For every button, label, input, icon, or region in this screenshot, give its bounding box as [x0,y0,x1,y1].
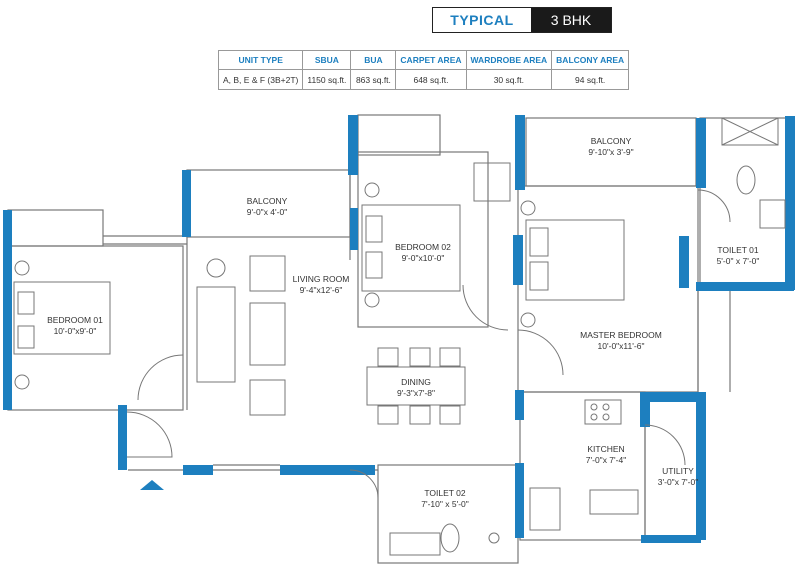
label-toilet-01: TOILET 01 5'-0" x 7'-0" [698,245,778,267]
plan-doors [126,189,731,499]
room-dim: 9'-0"x 4'-0" [246,207,288,217]
label-dining: DINING 9'-3"x7'-8" [376,377,456,399]
label-bedroom-02: BEDROOM 02 9'-0"x10'-0" [378,242,468,264]
bedroom-02-outline [357,151,489,328]
label-utility: UTILITY 3'-0"x 7'-0" [640,466,716,488]
room-name: BEDROOM 02 [395,242,451,252]
area-spec-table: UNIT TYPE SBUA BUA CARPET AREA WARDROBE … [217,50,630,90]
room-name: LIVING ROOM [292,274,350,284]
label-master-bedroom: MASTER BEDROOM 10'-0"x11'-6" [566,330,676,352]
dining-table-icon [366,366,466,406]
kitchen-outline [519,391,646,541]
cell-unit-type: A, B, E & F (3B+2T) [217,69,304,90]
toilet-02-outline [377,464,519,564]
cell-sbua: 1150 sq.ft. [302,69,352,90]
room-name: BALCONY [590,136,632,146]
plan-furniture [13,117,786,556]
plan-accent-walls [3,115,795,543]
room-name: MASTER BEDROOM [580,330,662,340]
room-dim: 9'-10"x 3'-9" [588,147,634,157]
room-name: KITCHEN [587,444,625,454]
cell-balcony-area: 94 sq.ft. [551,69,630,90]
label-balcony-left: BALCONY 9'-0"x 4'-0" [212,196,322,218]
bed-02-icon [361,204,461,292]
toilet-02-basin-icon [389,532,441,556]
master-bedroom-outline [517,185,699,393]
room-dim: 9'-3"x7'-8" [396,388,436,398]
bed-01-icon [13,281,111,355]
master-bed-icon [525,219,625,301]
toilet-01-wc-icon [736,165,756,195]
railing-bedroom-01 [7,209,104,247]
room-name: TOILET 01 [717,245,759,255]
room-dim: 5'-0" x 7'-0" [716,256,760,266]
label-bedroom-01: BEDROOM 01 10'-0"x9'-0" [30,315,120,337]
sink-icon [589,489,639,515]
stove-icon [584,399,622,425]
room-dim: 7'-0"x 7'-4" [585,455,627,465]
toilet-02-wc-icon [440,523,460,553]
room-name: BEDROOM 01 [47,315,103,325]
label-living-room: LIVING ROOM 9'-4"x12'-6" [276,274,366,296]
room-dim: 3'-0"x 7'-0" [657,477,699,487]
room-name: BALCONY [246,196,288,206]
label-kitchen: KITCHEN 7'-0"x 7'-4" [566,444,646,466]
railing-bedroom-02 [357,114,441,156]
room-dim: 10'-0"x9'-0" [53,326,97,336]
label-toilet-02: TOILET 02 7'-10" x 5'-0" [400,488,490,510]
bhk-label: 3 BHK [531,8,611,32]
room-dim: 9'-0"x10'-0" [401,253,445,263]
room-name: TOILET 02 [424,488,466,498]
room-dim: 10'-0"x11'-6" [597,341,645,351]
sofa-icon [196,286,236,383]
room-dim: 9'-4"x12'-6" [299,285,343,295]
room-name: UTILITY [662,466,694,476]
room-dim: 7'-10" x 5'-0" [421,499,469,509]
entrance-arrow-icon [140,480,164,490]
room-name: DINING [401,377,431,387]
label-balcony-top-right: BALCONY 9'-10"x 3'-9" [556,136,666,158]
table-row: A, B, E & F (3B+2T) 1150 sq.ft. 863 sq.f… [217,69,630,90]
typical-label: TYPICAL [433,8,531,32]
cell-carpet-area: 648 sq.ft. [395,69,467,90]
table-header-row: UNIT TYPE SBUA BUA CARPET AREA WARDROBE … [217,50,630,70]
unit-type-badge: TYPICAL 3 BHK [432,7,612,33]
